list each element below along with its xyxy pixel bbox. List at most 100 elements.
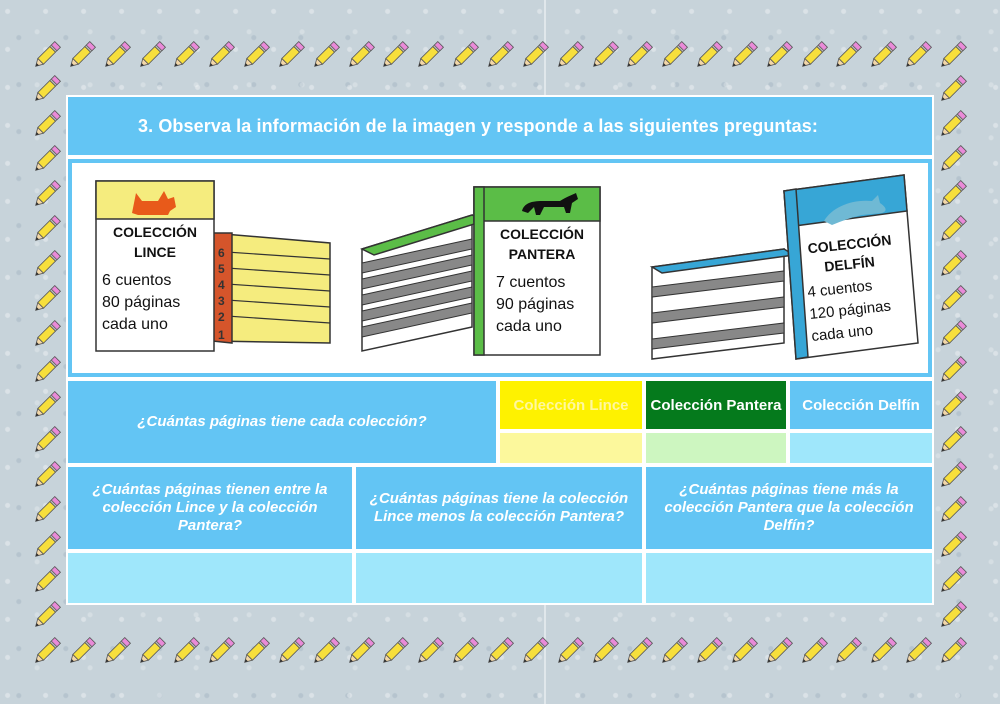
pencil-icon: [30, 388, 64, 422]
question-text: ¿Cuántas páginas tiene cada colección?: [137, 413, 427, 430]
spine-number: 6: [218, 246, 225, 260]
question-lince-minus-pantera: ¿Cuántas páginas tiene la colección Linc…: [356, 467, 642, 549]
pencil-icon: [901, 38, 935, 72]
pencil-icon: [413, 38, 447, 72]
pencil-icon: [309, 38, 343, 72]
header-label: Colección Lince: [513, 396, 629, 414]
header-label: Colección Pantera: [650, 396, 782, 414]
pencil-icon: [936, 247, 970, 281]
pantera-stories: 7 cuentos: [496, 274, 565, 291]
pencil-icon: [518, 634, 552, 668]
pencil-icon: [692, 38, 726, 72]
exercise-title: 3. Observa la información de la imagen y…: [138, 115, 818, 136]
pencil-icon: [936, 177, 970, 211]
pencil-icon: [936, 598, 970, 632]
pencil-icon: [692, 634, 726, 668]
pencil-icon: [30, 177, 64, 211]
pencil-icon: [30, 528, 64, 562]
spine-number: 1: [218, 328, 225, 342]
pencil-icon: [936, 493, 970, 527]
pencil-icon: [762, 634, 796, 668]
pencil-icon: [936, 528, 970, 562]
pencil-icon: [378, 38, 412, 72]
answer-input-sum[interactable]: [68, 553, 352, 603]
delfin-title-2: DELFÍN: [823, 253, 875, 274]
lince-stories: 6 cuentos: [102, 272, 171, 289]
lince-pages: 80 páginas: [102, 294, 180, 311]
spine-number: 3: [218, 294, 225, 308]
header-coleccion-delfin: Colección Delfín: [790, 381, 932, 429]
pencil-icon: [936, 317, 970, 351]
pencil-icon: [657, 634, 691, 668]
pencil-icon: [797, 634, 831, 668]
question-lince-plus-pantera: ¿Cuántas páginas tienen entre la colecci…: [68, 467, 352, 549]
pencil-icon: [483, 634, 517, 668]
books-illustration: 1 2 3 4 5 6 COLECCIÓN LINCE 6 cuentos: [72, 163, 928, 373]
answer-input-more[interactable]: [646, 553, 932, 603]
pencil-icon: [30, 317, 64, 351]
pencil-icon: [553, 634, 587, 668]
answer-input-lince[interactable]: [500, 433, 642, 463]
pencil-icon: [448, 634, 482, 668]
pencil-icon: [936, 634, 970, 668]
spine-number: 4: [218, 278, 225, 292]
pencil-icon: [100, 634, 134, 668]
pantera-pages: 90 páginas: [496, 296, 574, 313]
pencil-icon: [936, 107, 970, 141]
question-text: ¿Cuántas páginas tiene más la colección …: [664, 481, 914, 534]
pencil-icon: [936, 282, 970, 316]
answer-input-delfin[interactable]: [790, 433, 932, 463]
pencil-icon: [239, 634, 273, 668]
pencil-icon: [866, 634, 900, 668]
question-text: ¿Cuántas páginas tienen entre la colecci…: [92, 481, 328, 534]
pencil-icon: [448, 38, 482, 72]
pencil-icon: [274, 634, 308, 668]
lynx-icon: [132, 191, 176, 215]
book-pantera: COLECCIÓN PANTERA 7 cuentos 90 páginas c…: [359, 186, 601, 356]
pencil-icon: [727, 634, 761, 668]
lince-title-1: COLECCIÓN: [113, 223, 197, 240]
pencil-icon: [762, 38, 796, 72]
header-coleccion-lince: Colección Lince: [500, 381, 642, 429]
pencil-icon: [65, 634, 99, 668]
pencil-icon: [936, 72, 970, 106]
pencil-icon: [135, 38, 169, 72]
pencil-icon: [727, 38, 761, 72]
title-bar: 3. Observa la información de la imagen y…: [68, 97, 932, 155]
pencil-icon: [936, 458, 970, 492]
question-text: ¿Cuántas páginas tiene la colección Linc…: [369, 490, 629, 525]
pencil-icon: [831, 38, 865, 72]
pencil-border-bottom: [30, 634, 970, 668]
pencil-icon: [135, 634, 169, 668]
pencil-icon: [309, 634, 343, 668]
dolphin-icon: [824, 195, 886, 225]
delfin-each: cada uno: [811, 322, 874, 345]
pencil-icon: [797, 38, 831, 72]
pencil-icon: [553, 38, 587, 72]
pencil-icon: [588, 38, 622, 72]
pencil-icon: [344, 634, 378, 668]
answer-input-pantera[interactable]: [646, 433, 786, 463]
pencil-icon: [100, 38, 134, 72]
spine-number: 2: [218, 310, 225, 324]
spine-number: 5: [218, 262, 225, 276]
question-pantera-more-than-delfin: ¿Cuántas páginas tiene más la colección …: [646, 467, 932, 549]
pencil-icon: [936, 212, 970, 246]
pencil-icon: [204, 634, 238, 668]
pencil-icon: [30, 458, 64, 492]
pencil-border-right: [936, 72, 970, 632]
lince-each: cada uno: [102, 316, 168, 333]
pencil-icon: [30, 38, 64, 72]
pencil-icon: [483, 38, 517, 72]
pencil-border-left: [30, 72, 64, 632]
pencil-icon: [30, 142, 64, 176]
pencil-icon: [518, 38, 552, 72]
delfin-stories: 4 cuentos: [807, 277, 873, 301]
book-lince: 1 2 3 4 5 6 COLECCIÓN LINCE 6 cuentos: [95, 180, 331, 352]
answer-input-difference[interactable]: [356, 553, 642, 603]
pencil-icon: [30, 634, 64, 668]
pencil-border-top: [30, 38, 970, 72]
worksheet-panel: 3. Observa la información de la imagen y…: [66, 95, 934, 605]
pantera-title-2: PANTERA: [509, 246, 576, 262]
question-pages-each-collection: ¿Cuántas páginas tiene cada colección?: [68, 381, 496, 463]
